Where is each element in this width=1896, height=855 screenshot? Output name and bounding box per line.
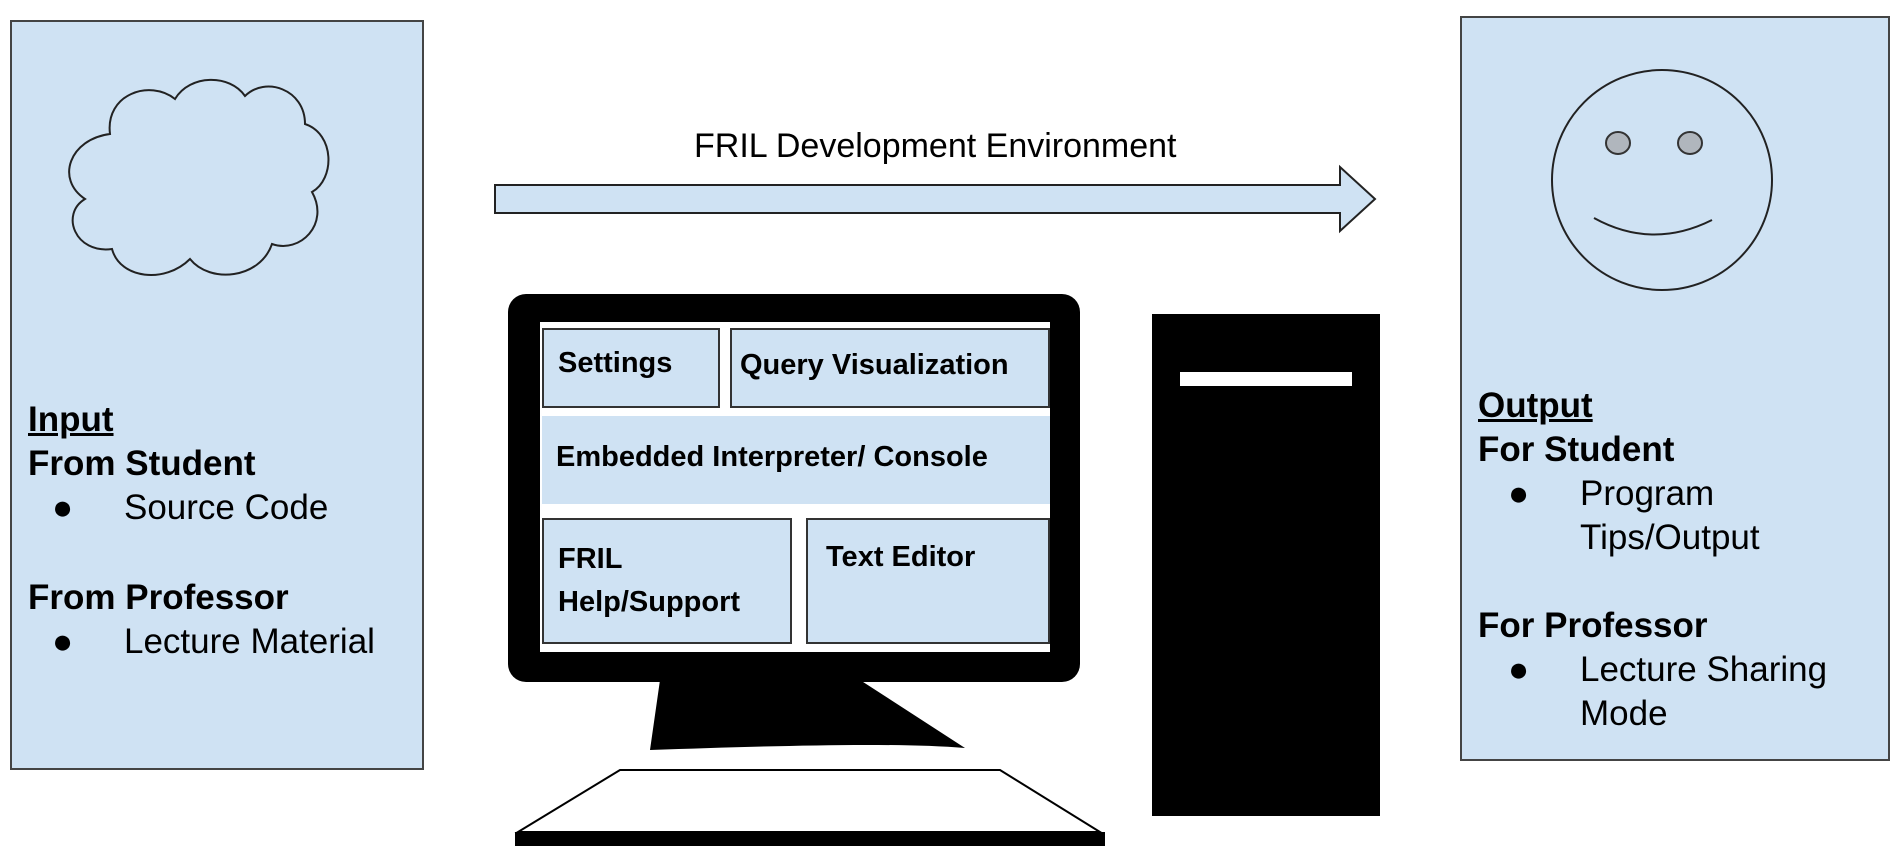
cloud-icon [68, 78, 330, 276]
settings-panel: Settings [542, 328, 720, 408]
computer-tower [1152, 314, 1380, 816]
list-item: ● Lecture Sharing Mode [1508, 648, 1878, 736]
smiley-face-icon [1551, 69, 1773, 291]
text-editor-label: Text Editor [826, 541, 976, 573]
drive-slot [1180, 372, 1352, 386]
for-professor-heading: For Professor [1478, 606, 1708, 645]
for-student-heading: For Student [1478, 430, 1675, 469]
output-heading: Output [1478, 386, 1593, 425]
input-panel: Input From Student ● Source Code From Pr… [10, 20, 424, 770]
lecture-sharing-item-line2: Mode [1580, 694, 1668, 733]
console-label: Embedded Interpreter/ Console [556, 441, 988, 473]
list-item: ● Program Tips/Output [1508, 472, 1878, 560]
console-panel: Embedded Interpreter/ Console [542, 416, 1050, 504]
input-heading: Input [28, 400, 114, 439]
lecture-material-item: Lecture Material [124, 622, 375, 661]
list-item: ● Source Code [52, 486, 412, 530]
help-label-line2: Help/Support [558, 586, 741, 618]
text-editor-panel: Text Editor [806, 518, 1050, 644]
query-visualization-panel: Query Visualization [730, 328, 1050, 408]
from-professor-heading: From Professor [28, 578, 289, 617]
from-student-heading: From Student [28, 444, 256, 483]
monitor: Settings Query Visualization Embedded In… [508, 294, 1080, 682]
right-arrow-icon [494, 164, 1377, 234]
query-visualization-label: Query Visualization [740, 349, 1009, 381]
help-label-line1: FRIL [558, 543, 623, 575]
program-tips-item-line1: Program [1580, 474, 1715, 513]
lecture-sharing-item-line1: Lecture Sharing [1580, 650, 1828, 689]
help-support-panel: FRIL Help/Support [542, 518, 792, 644]
arrow-label: FRIL Development Environment [694, 127, 1177, 165]
monitor-stand [514, 680, 1105, 846]
list-item: ● Lecture Material [52, 620, 412, 664]
program-tips-item-line2: Tips/Output [1580, 518, 1760, 557]
settings-label: Settings [558, 347, 673, 379]
monitor-screen: Settings Query Visualization Embedded In… [540, 322, 1050, 652]
source-code-item: Source Code [124, 488, 329, 527]
output-panel: Output For Student ● Program Tips/Output… [1460, 16, 1890, 761]
